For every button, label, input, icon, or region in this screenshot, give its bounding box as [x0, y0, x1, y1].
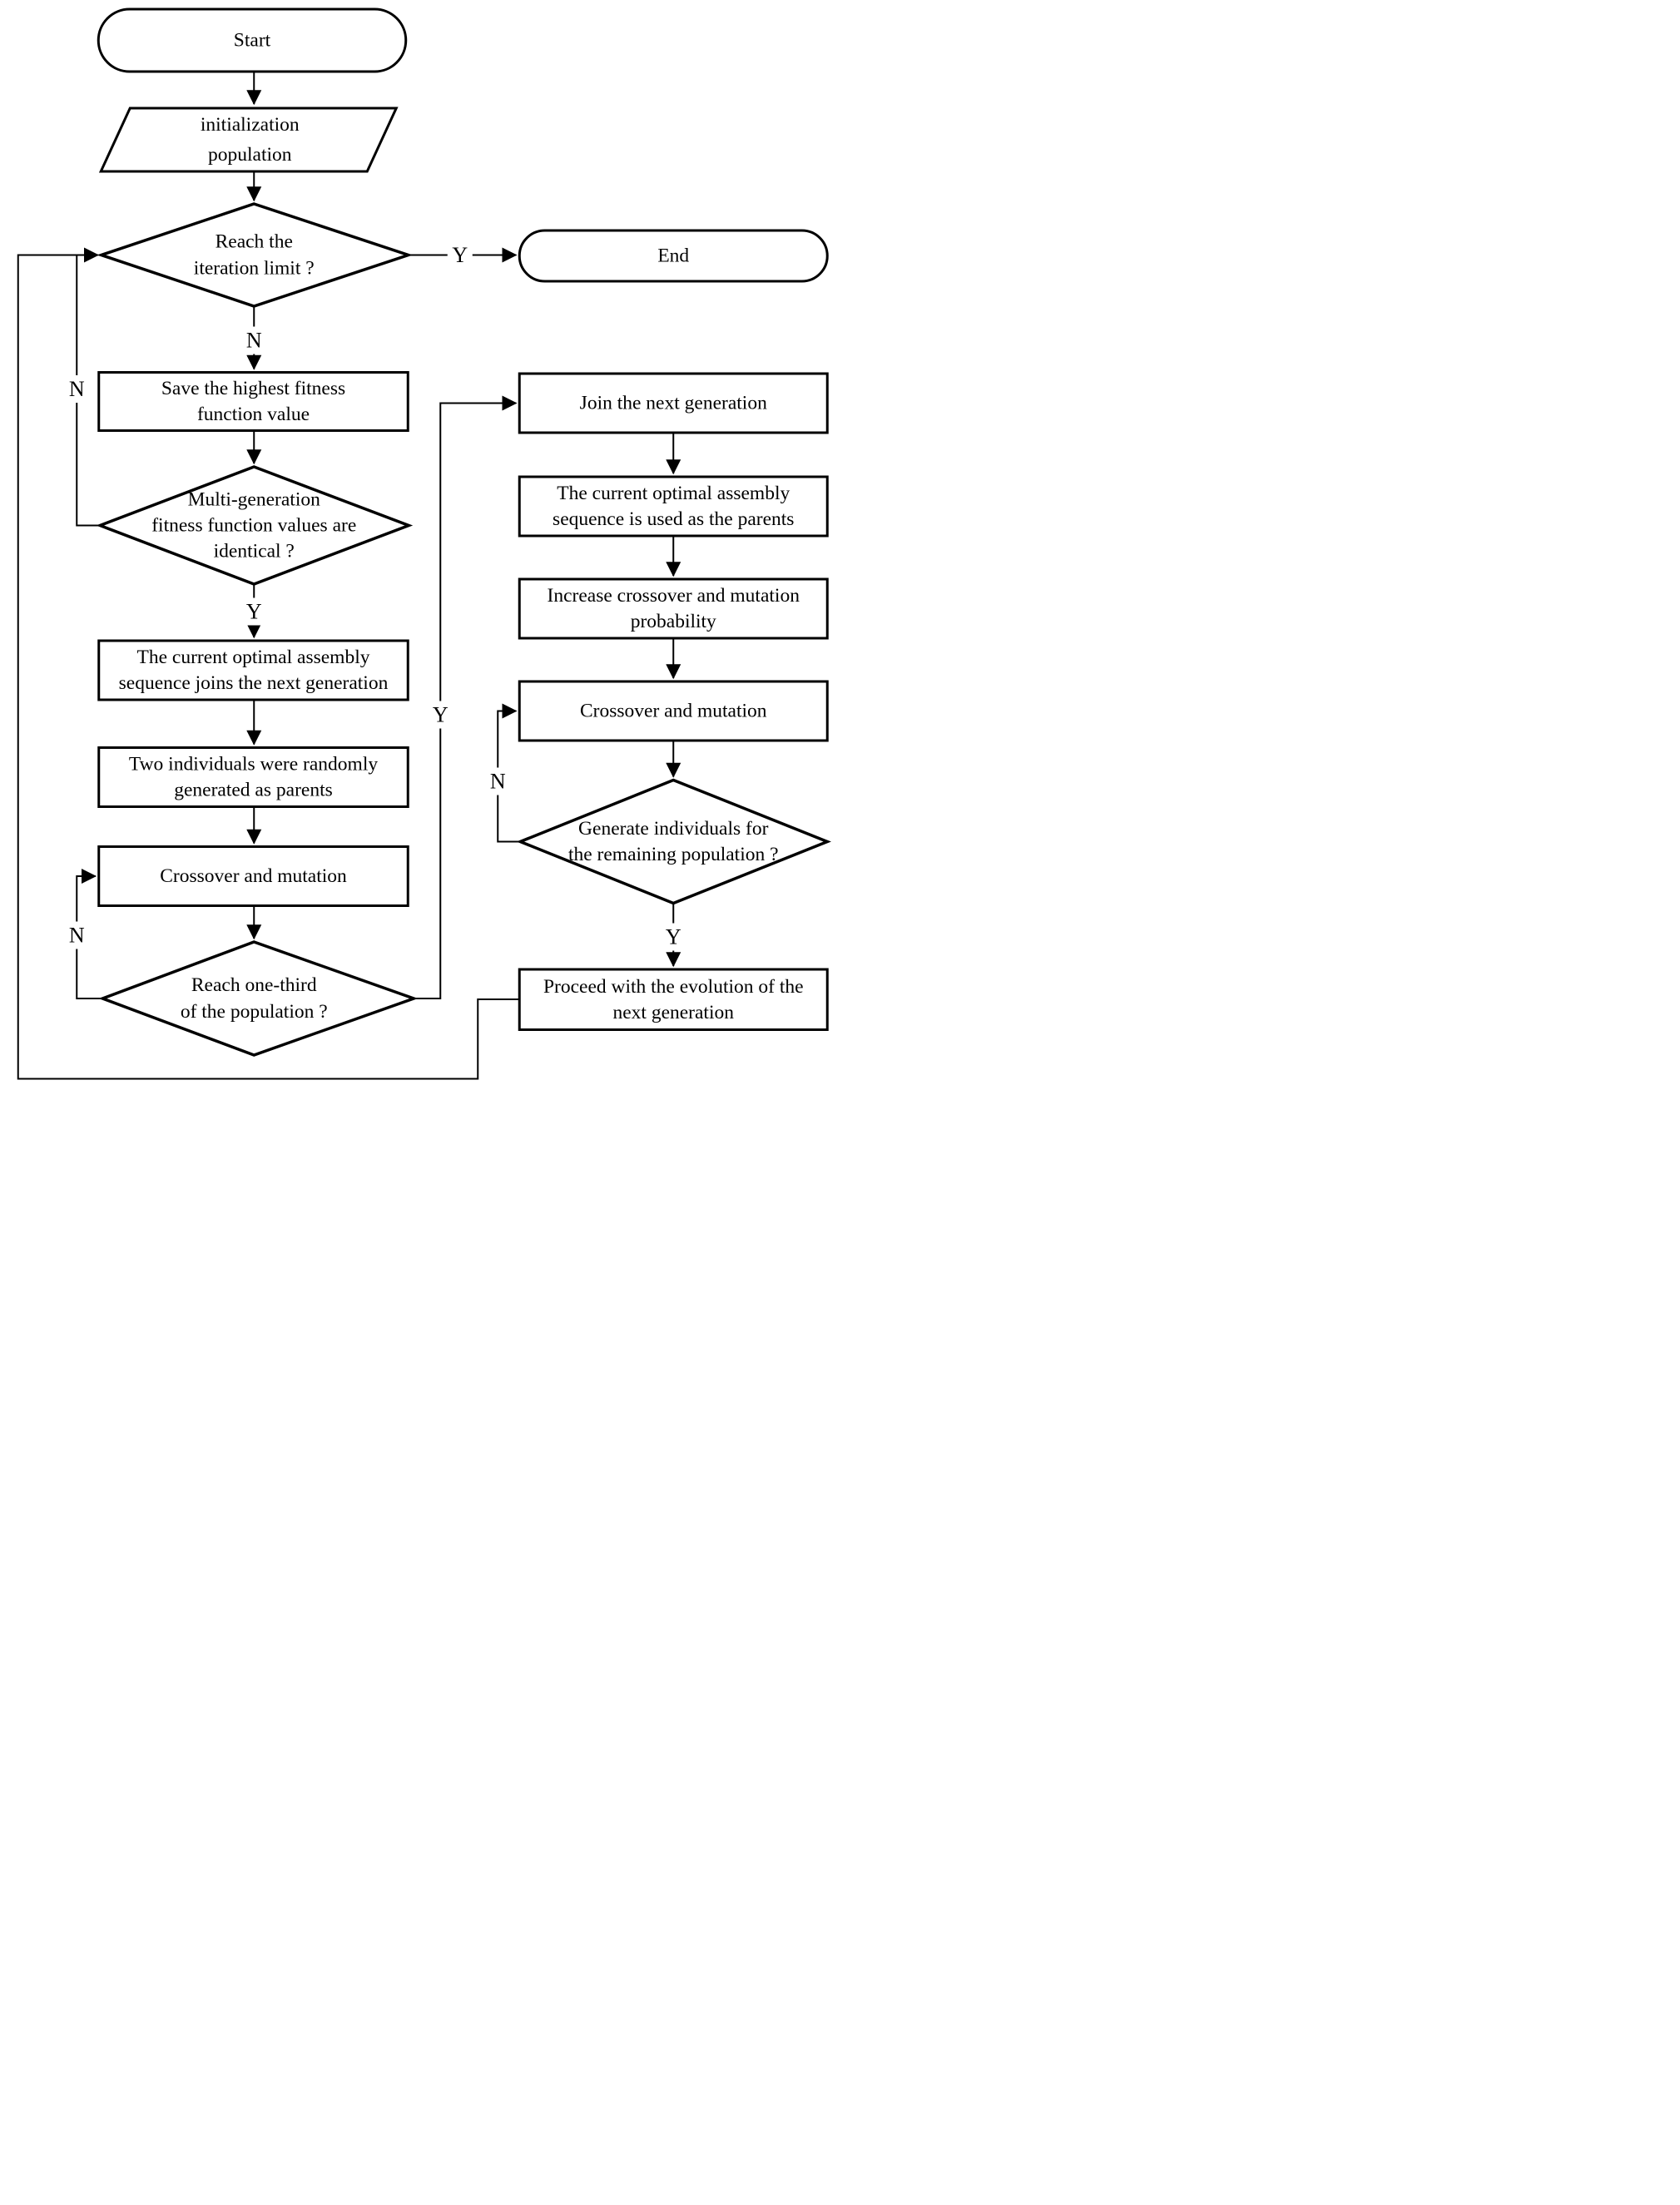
node-label-line: initialization: [201, 114, 300, 136]
node-label-line: Crossover and mutation: [160, 865, 347, 887]
terminator-shape: [518, 229, 829, 283]
node-label-line: fitness function values are: [151, 515, 356, 537]
edge-label-y-below-multigeneration: Y: [241, 597, 267, 626]
edge-label-text: N: [69, 377, 85, 401]
edge-label-y-below-generate: Y: [661, 923, 686, 951]
node-label-line: the remaining population ?: [568, 844, 779, 865]
node-label-line: Proceed with the evolution of the: [543, 976, 804, 998]
decision-diamond: [516, 778, 831, 905]
data-parallelogram: [98, 107, 399, 173]
edge-label-background: [64, 375, 90, 403]
node-label-line: of the population ?: [181, 1001, 328, 1023]
decision-diamond: [97, 202, 414, 308]
node-opt-parents: The current optimal assembly sequence is …: [518, 475, 829, 538]
edge-label-background: [64, 921, 90, 949]
edge-label-text: Y: [666, 925, 681, 949]
edge-label-n-generate-loop: N: [485, 767, 511, 795]
process-box: [97, 746, 409, 808]
terminator-shape: [97, 7, 408, 73]
edge-one-third-y-to-join: [414, 395, 518, 999]
node-start: Start: [97, 7, 408, 73]
node-two-individuals: Two individuals were randomly generated a…: [97, 746, 409, 808]
edge-label-background: [447, 241, 473, 269]
node-increase-prob: Increase crossover and mutation probabili…: [518, 577, 829, 640]
edge-label-text: Y: [452, 243, 468, 267]
edge-label-n-multigeneration-loop: N: [64, 375, 90, 403]
node-end: End: [518, 229, 829, 283]
node-save-fitness: Save the highest fitness function value: [97, 371, 409, 432]
edge-label-text: Y: [246, 600, 262, 624]
edge-label-n-below-iteration-limit: N: [241, 326, 267, 354]
edge-label-y-one-third-to-join: Y: [428, 701, 453, 729]
node-label-line: Crossover and mutation: [580, 701, 767, 722]
node-iter-limit: Reach the iteration limit ?: [97, 202, 414, 308]
node-one-third: Reach one-third of the population ?: [98, 940, 419, 1057]
node-label-line: Reach one-third: [191, 974, 317, 996]
node-label-line: population: [208, 144, 292, 166]
node-label-line: iteration limit ?: [194, 258, 315, 280]
node-label-line: sequence joins the next generation: [119, 672, 389, 694]
edge-label-text: N: [490, 770, 506, 794]
node-crossover-right: Crossover and mutation: [518, 680, 829, 742]
node-label-line: Two individuals were randomly: [129, 754, 378, 775]
node-label-line: Join the next generation: [580, 393, 767, 414]
node-label-line: next generation: [612, 1002, 734, 1023]
node-proceed: Proceed with the evolution of the next ge…: [518, 968, 829, 1031]
edge-label-background: [428, 701, 453, 729]
node-label-line: Start: [234, 30, 271, 52]
node-label-line: Generate individuals for: [578, 818, 769, 840]
node-label-line: Multi-generation: [188, 489, 320, 511]
edge-label-background: [661, 923, 686, 951]
node-crossover-left: Crossover and mutation: [97, 845, 409, 907]
node-label-line: The current optimal assembly: [137, 647, 370, 668]
node-label-line: sequence is used as the parents: [553, 508, 794, 530]
process-box: [97, 639, 409, 701]
edge-label-background: [241, 597, 267, 626]
node-gen-remaining: Generate individuals for the remaining po…: [516, 778, 831, 905]
node-label-line: Save the highest fitness: [161, 378, 345, 399]
edge-multigeneration-n-loop: [76, 255, 101, 527]
node-label-line: function value: [197, 404, 310, 425]
node-label-line: probability: [631, 611, 716, 632]
edge-label-y-to-end: Y: [447, 241, 473, 269]
node-label-line: identical ?: [214, 541, 295, 562]
process-box: [518, 372, 829, 434]
decision-diamond: [98, 940, 419, 1057]
node-join-next: Join the next generation: [518, 372, 829, 434]
edge-label-background: [241, 326, 267, 354]
edge-label-background: [485, 767, 511, 795]
process-box: [97, 845, 409, 907]
edge-proceed-return-to-iteration-limit: [17, 247, 520, 1080]
node-init: initialization population: [98, 107, 399, 173]
node-label-line: End: [657, 245, 689, 267]
node-label-line: Reach the: [216, 231, 293, 253]
node-multi-gen: Multi-generation fitness function values …: [96, 465, 414, 586]
edge-label-n-one-third-loop: N: [64, 921, 90, 949]
node-label-line: Increase crossover and mutation: [548, 585, 800, 607]
node-opt-joins: The current optimal assembly sequence joi…: [97, 639, 409, 701]
process-box: [518, 968, 829, 1031]
edge-label-text: Y: [433, 703, 448, 727]
node-label-line: The current optimal assembly: [557, 483, 790, 504]
node-label-line: generated as parents: [174, 780, 333, 801]
edge-label-text: N: [69, 924, 85, 948]
edge-label-text: N: [246, 329, 262, 353]
